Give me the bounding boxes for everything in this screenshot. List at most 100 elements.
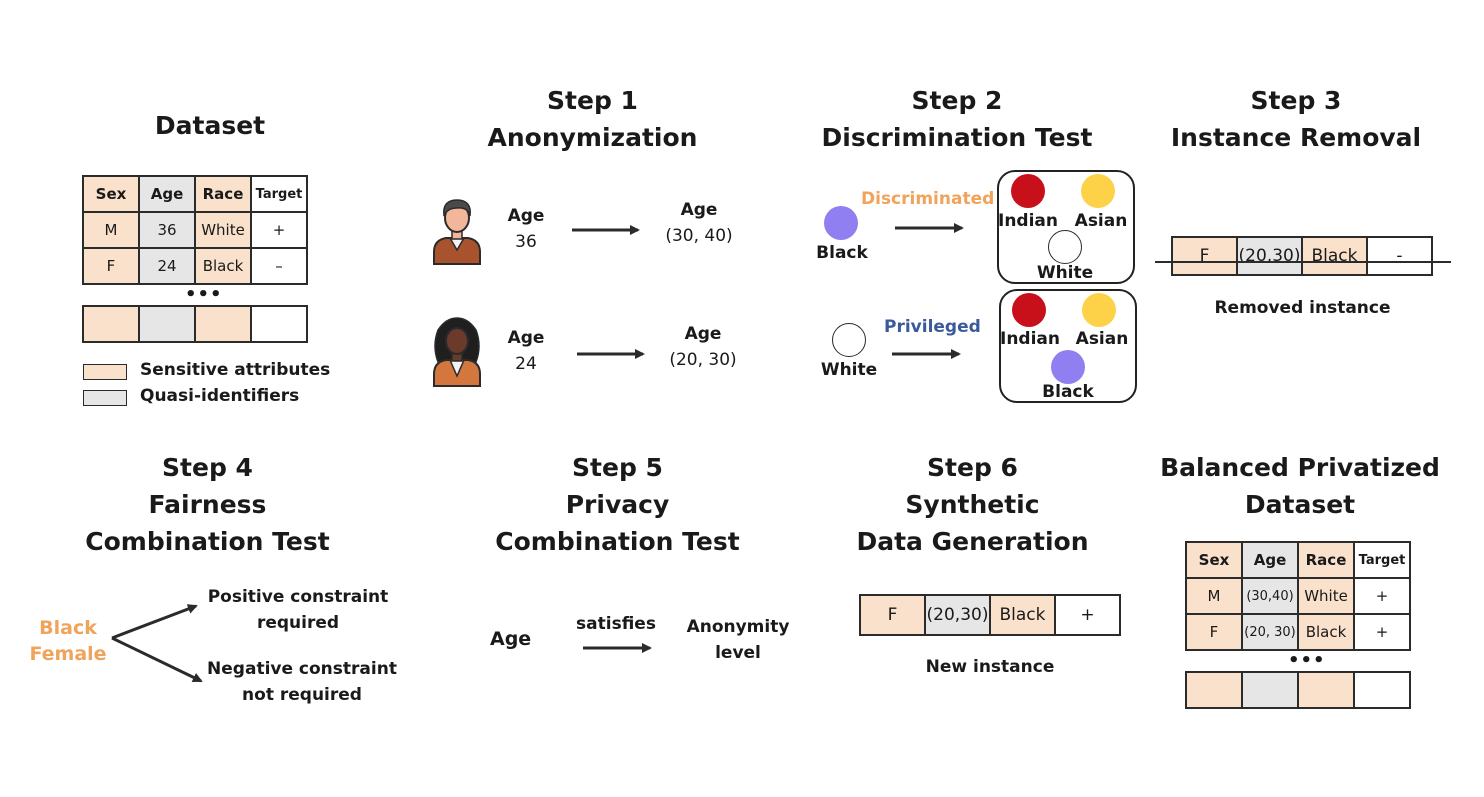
table-cell bbox=[1185, 671, 1243, 709]
black-group-circle bbox=[1051, 350, 1085, 384]
step5-target-line1: Anonymity bbox=[686, 617, 790, 637]
step5-title-line2: Privacy bbox=[565, 490, 670, 519]
table-cell: - bbox=[1368, 238, 1431, 274]
step2-row1-relation: Discriminated bbox=[861, 189, 995, 209]
woman-avatar-icon bbox=[433, 317, 481, 387]
dataset-summary-row bbox=[82, 305, 308, 343]
table-row: F 24 Black – bbox=[82, 247, 308, 285]
legend-label-sensitive: Sensitive attributes bbox=[140, 360, 331, 380]
table-cell: M bbox=[82, 211, 140, 249]
ellipsis: ••• bbox=[1288, 650, 1326, 671]
table-cell: M bbox=[1185, 577, 1243, 615]
indian-group-circle bbox=[1011, 174, 1045, 208]
step6-caption: New instance bbox=[925, 657, 1055, 677]
step4-group-line1: Black bbox=[39, 617, 97, 639]
step4-pos-line1: Positive constraint bbox=[207, 587, 389, 607]
step1-title-line2: Anonymization bbox=[487, 123, 698, 152]
table-row: M (30,40) White + bbox=[1185, 577, 1411, 615]
column-header-target: Target bbox=[1353, 541, 1411, 579]
step4-negative-constraint: Negative constraint not required bbox=[198, 656, 406, 708]
table-cell: + bbox=[1353, 613, 1411, 651]
step6-title: Step 6 Synthetic Data Generation bbox=[835, 449, 1110, 560]
table-cell bbox=[1297, 671, 1355, 709]
step5-title-line3: Combination Test bbox=[495, 527, 740, 556]
table-cell: (30,40) bbox=[1241, 577, 1299, 615]
step1-row2-to-label: Age bbox=[684, 324, 722, 344]
final-summary-row bbox=[1185, 671, 1411, 709]
column-header-race: Race bbox=[194, 175, 252, 213]
table-cell bbox=[82, 305, 140, 343]
table-cell: F bbox=[1173, 238, 1238, 274]
table-cell bbox=[1353, 671, 1411, 709]
step4-positive-constraint: Positive constraint required bbox=[198, 584, 398, 636]
legend-label-quasi: Quasi-identifiers bbox=[140, 386, 300, 406]
step1-row2-to-value: (20, 30) bbox=[669, 350, 737, 370]
asian-group-circle bbox=[1081, 174, 1115, 208]
step2-row1-group-asian: Asian bbox=[1074, 211, 1128, 231]
table-cell bbox=[194, 305, 252, 343]
step6-title-line3: Data Generation bbox=[856, 527, 1089, 556]
table-row: M 36 White + bbox=[82, 211, 308, 249]
step2-row1-group-white: White bbox=[1036, 263, 1094, 283]
man-avatar-icon bbox=[433, 199, 481, 265]
step2-row1-subject: Black bbox=[816, 243, 868, 263]
black-group-circle bbox=[824, 206, 858, 240]
legend-swatch-quasi bbox=[83, 390, 127, 406]
step4-title-line3: Combination Test bbox=[85, 527, 330, 556]
step1-title-line1: Step 1 bbox=[547, 86, 638, 115]
step4-pos-line2: required bbox=[256, 613, 340, 633]
step3-caption: Removed instance bbox=[1214, 298, 1391, 318]
table-cell bbox=[250, 305, 308, 343]
table-cell: F bbox=[82, 247, 140, 285]
indian-group-circle bbox=[1012, 293, 1046, 327]
table-cell: White bbox=[1297, 577, 1355, 615]
step3-title-line1: Step 3 bbox=[1250, 86, 1342, 115]
step3-title: Step 3 Instance Removal bbox=[1160, 82, 1432, 156]
step1-row1-from-label: Age bbox=[507, 206, 545, 226]
dataset-title: Dataset bbox=[154, 111, 266, 140]
final-title: Balanced Privatized Dataset bbox=[1155, 449, 1445, 523]
column-header-target: Target bbox=[250, 175, 308, 213]
table-cell: Black bbox=[991, 596, 1056, 634]
table-cell: (20,30) bbox=[1238, 238, 1303, 274]
white-group-circle bbox=[1048, 230, 1082, 264]
table-cell: + bbox=[250, 211, 308, 249]
step1-title: Step 1 Anonymization bbox=[460, 82, 725, 156]
column-header-age: Age bbox=[1241, 541, 1299, 579]
step1-row1-to-value: (30, 40) bbox=[665, 226, 733, 246]
step4-arrow-negative bbox=[111, 636, 203, 683]
step5-title-line1: Step 5 bbox=[572, 453, 663, 482]
step4-title: Step 4 Fairness Combination Test bbox=[70, 449, 345, 560]
step1-row2-from-value: 24 bbox=[515, 354, 537, 374]
table-row: F (20, 30) Black + bbox=[1185, 613, 1411, 651]
step6-title-line1: Step 6 bbox=[927, 453, 1018, 482]
table-cell: (20, 30) bbox=[1241, 613, 1299, 651]
step4-group-line2: Female bbox=[29, 643, 107, 665]
final-title-line2: Dataset bbox=[1244, 490, 1356, 519]
table-cell: 24 bbox=[138, 247, 196, 285]
table-cell: F bbox=[1185, 613, 1243, 651]
step5-relation: satisfies bbox=[576, 614, 656, 634]
step4-neg-line2: not required bbox=[242, 685, 362, 705]
white-group-circle bbox=[832, 323, 866, 357]
table-cell: + bbox=[1056, 596, 1119, 634]
step6-title-line2: Synthetic bbox=[905, 490, 1040, 519]
step5-attribute: Age bbox=[490, 628, 532, 650]
step5-target-line2: level bbox=[715, 643, 761, 663]
table-cell: (20,30) bbox=[926, 596, 991, 634]
step4-group: Black Female bbox=[22, 615, 114, 667]
final-table: Sex Age Race Target M (30,40) White + F … bbox=[1185, 541, 1411, 651]
asian-group-circle bbox=[1082, 293, 1116, 327]
ellipsis: ••• bbox=[185, 284, 223, 305]
step2-title-line1: Step 2 bbox=[911, 86, 1003, 115]
step2-row2-group-black: Black bbox=[1042, 382, 1094, 402]
legend-swatch-sensitive bbox=[83, 364, 127, 380]
step5-title: Step 5 Privacy Combination Test bbox=[480, 449, 755, 560]
step1-row1-to-label: Age bbox=[680, 200, 718, 220]
table-cell: Black bbox=[194, 247, 252, 285]
removed-instance-row: F (20,30) Black - bbox=[1171, 236, 1433, 276]
column-header-age: Age bbox=[138, 175, 196, 213]
step2-title: Step 2 Discrimination Test bbox=[818, 82, 1096, 156]
step4-arrow-positive bbox=[111, 604, 198, 640]
table-cell bbox=[138, 305, 196, 343]
